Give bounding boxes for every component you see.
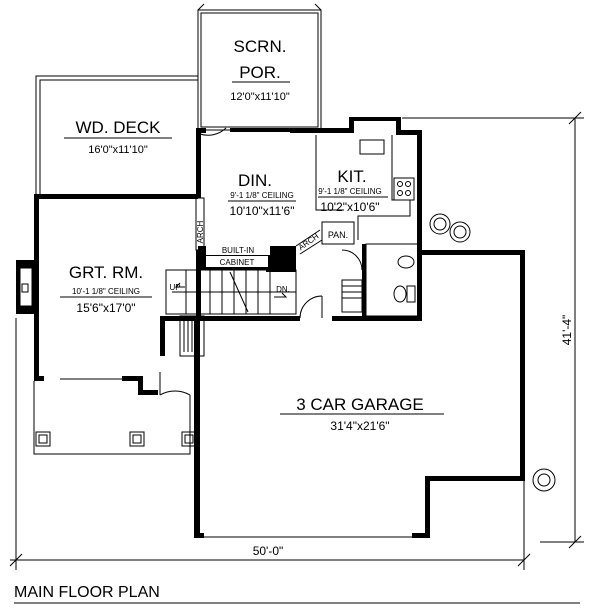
- great-room-name: GRT. RM.: [69, 263, 143, 282]
- interior-details: [33, 127, 556, 538]
- width-dimension: 50'-0": [253, 544, 284, 558]
- dimension-width: [9, 318, 531, 570]
- screen-porch-size: 12'0"x11'10": [230, 91, 290, 103]
- dining-ceiling: 9'-1 1/8" CEILING: [230, 191, 294, 200]
- screen-porch-name-1: SCRN.: [234, 37, 287, 56]
- depth-dimension: 41'-4": [560, 315, 574, 346]
- stair-treads: [185, 270, 271, 314]
- wood-deck-size: 16'0"x11'10": [88, 144, 148, 156]
- dining-name: DIN.: [238, 171, 272, 190]
- kitchen-size: 10'2"x10'6": [320, 200, 379, 214]
- wood-deck-name: WD. DECK: [76, 118, 162, 137]
- dining-size: 10'10"x11'6": [230, 204, 295, 218]
- arch-label-dining: ARCH: [196, 220, 205, 243]
- kitchen-ceiling: 9'-1 1/8" CEILING: [318, 187, 382, 196]
- builtin-cabinet-label-2: CABINET: [220, 258, 255, 267]
- plan-title: MAIN FLOOR PLAN: [14, 584, 160, 601]
- builtin-cabinet-label-1b: BUILT-IN: [222, 246, 255, 255]
- wood-deck: [35, 75, 198, 196]
- dimension-depth: [402, 111, 584, 549]
- screen-porch-name-2: POR.: [239, 63, 281, 82]
- garage-size: 31'4"x21'6": [330, 419, 389, 433]
- shrubs: [429, 213, 556, 492]
- great-room-ceiling: 10'-1 1/8" CEILING: [72, 287, 140, 296]
- great-room-size: 15'6"x17'0": [76, 301, 135, 315]
- garage-name: 3 CAR GARAGE: [296, 395, 424, 414]
- kitchen-name: KIT.: [337, 167, 366, 186]
- pantry-label: PAN.: [328, 230, 348, 240]
- stair-down-label: DN.: [276, 285, 290, 294]
- stair-up-label: UP: [169, 283, 180, 292]
